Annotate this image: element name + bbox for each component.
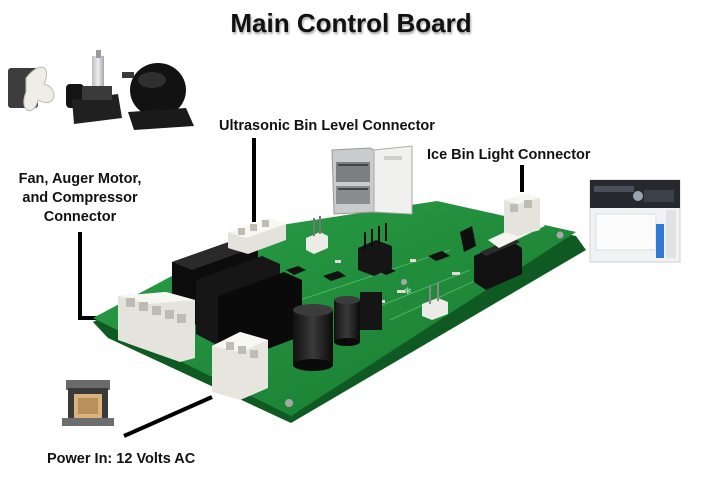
ice-maker-icon xyxy=(331,145,413,215)
fan-icon xyxy=(8,66,55,112)
auger-motor-icon xyxy=(66,50,122,124)
fan-auger-compressor-connector xyxy=(118,292,195,362)
svg-text:✻: ✻ xyxy=(404,286,412,296)
diagram-title: Main Control Board xyxy=(230,8,472,38)
capacitors xyxy=(293,292,382,371)
ice-bin-light-connector xyxy=(504,194,540,236)
ultrasonic-connector xyxy=(228,218,286,254)
label-ultrasonic: Ultrasonic Bin Level Connector xyxy=(219,118,435,134)
small-connector-a xyxy=(306,216,328,254)
label-fan-line-1: Fan, Auger Motor, xyxy=(18,171,142,187)
compressor-icon xyxy=(122,63,194,130)
leader-line-fan xyxy=(78,232,118,320)
relays xyxy=(172,238,302,360)
label-ice-bin-light: Ice Bin Light Connector xyxy=(427,147,591,163)
leader-line-power xyxy=(123,395,213,438)
ice-bin-light-icon xyxy=(589,179,681,263)
label-fan-line-3: Connector xyxy=(43,209,117,225)
ic-chips xyxy=(286,251,450,281)
power-connector xyxy=(212,332,268,400)
label-power-in: Power In: 12 Volts AC xyxy=(47,451,196,467)
white-connectors xyxy=(118,194,540,400)
label-fan-auger-compressor: Fan, Auger Motor, and Compressor Connect… xyxy=(10,170,150,227)
label-fan-line-2: and Compressor xyxy=(22,190,138,206)
small-connector-b xyxy=(422,283,448,320)
transformer-icon xyxy=(62,380,114,426)
